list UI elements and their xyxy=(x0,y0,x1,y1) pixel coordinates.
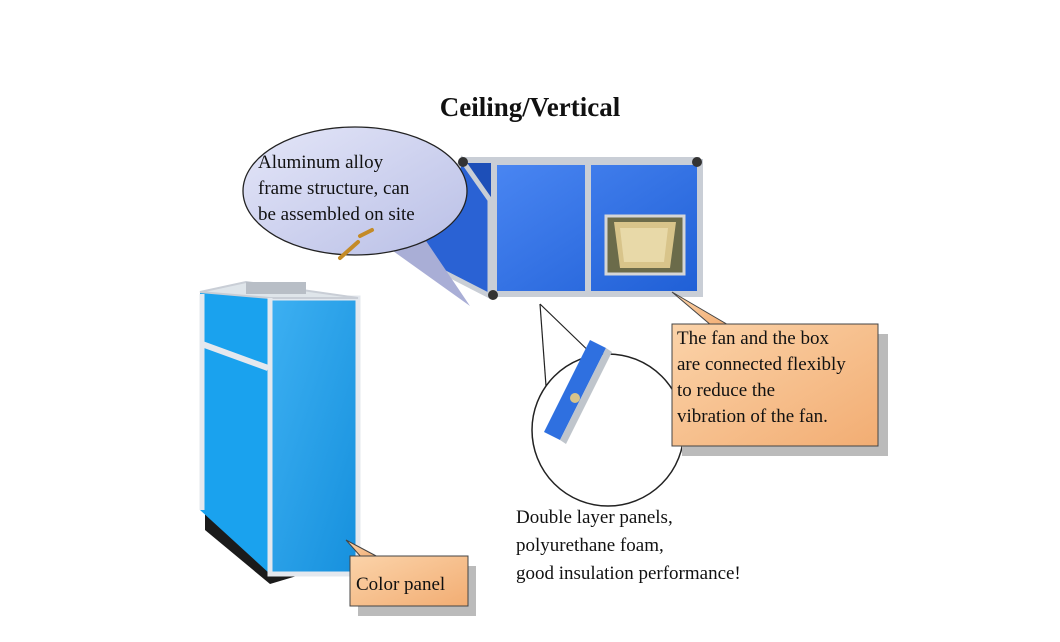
double-line-2: polyurethane foam, xyxy=(516,535,664,556)
double-layer-text: Double layer panels, polyurethane foam, … xyxy=(516,504,816,588)
fan-line-3: to reduce the xyxy=(677,380,776,401)
fan-line-1: The fan and the box xyxy=(677,328,829,349)
double-line-1: Double layer panels, xyxy=(516,507,673,528)
double-line-3: good insulation performance! xyxy=(516,563,741,584)
ceiling-unit-image xyxy=(406,155,703,301)
panel-detail-magnifier xyxy=(531,303,685,507)
fan-connection-text: The fan and the box are connected flexib… xyxy=(677,326,877,430)
fan-line-4: vibration of the fan. xyxy=(677,406,828,427)
color-panel-callout xyxy=(345,539,476,616)
frame-structure-text: Aluminum alloy frame structure, can be a… xyxy=(258,150,448,228)
frame-line-1: Aluminum alloy xyxy=(258,152,384,173)
wrench-icon xyxy=(338,228,374,260)
page-title: Ceiling/Vertical xyxy=(439,92,621,122)
color-panel-text: Color panel xyxy=(356,574,446,595)
frame-line-2: frame structure, can xyxy=(258,178,410,199)
fan-line-2: are connected flexibly xyxy=(677,354,846,375)
frame-line-3: be assembled on site xyxy=(258,204,415,225)
frame-structure-bubble xyxy=(242,126,470,306)
fan-connection-callout xyxy=(671,291,888,456)
vertical-unit-image xyxy=(199,280,361,584)
